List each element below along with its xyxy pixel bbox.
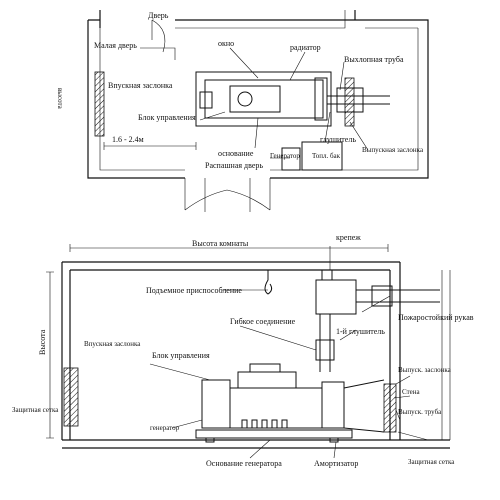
plan-generator-label: Генератор [270, 152, 300, 160]
side-leaders [149, 246, 429, 459]
side-lifting-label: Подъемное приспособление [146, 286, 242, 295]
side-intake-louver [63, 367, 79, 427]
side-outlet-louver-label: Выпуск. заслонка [398, 366, 452, 374]
plan-outlet-louver [344, 77, 355, 127]
side-lifting-hook [264, 270, 273, 295]
plan-window-label: окно [218, 39, 234, 48]
side-wall-label: Стена [402, 388, 420, 396]
plan-exhaust-pipe [327, 95, 390, 105]
side-section-view: Высота комнаты крепеж Подъемное приспосо… [12, 233, 474, 468]
side-control-panel [201, 379, 231, 429]
plan-leaders [140, 47, 369, 159]
plan-wall-top-left [87, 20, 185, 179]
plan-engine [229, 85, 281, 113]
side-first-muffler-label: 1-й глушитель [336, 327, 385, 336]
side-room-width-dim [69, 244, 389, 252]
plan-fuel-tank-label: Топл. бак [312, 152, 341, 160]
plan-clearance-label: 1.6 - 2.4м [112, 135, 144, 144]
plan-generator-base [195, 71, 332, 127]
side-radiator-box [321, 381, 345, 429]
side-flexible-joint [315, 339, 335, 361]
plan-muffler [336, 87, 364, 113]
plan-double-door-label: Распашная дверь [205, 161, 263, 170]
plan-double-door [184, 178, 271, 212]
side-outlet-louver [383, 383, 397, 433]
side-generator-label: генератор [150, 424, 180, 432]
side-wall-sleeve [371, 285, 393, 307]
side-control-unit-label: Блок управления [152, 351, 210, 360]
side-flexible-joint-label: Гибкое соединение [230, 317, 296, 326]
plan-wall-top-right [175, 10, 429, 179]
side-air-duct [343, 379, 385, 433]
side-fire-sleeve-label: Пожаростойкий рукав [398, 313, 474, 322]
side-height-label: Высота [38, 329, 47, 355]
plan-control-block [199, 91, 213, 109]
side-shock-absorbers [205, 437, 339, 443]
plan-door-label: Дверь [148, 11, 169, 20]
side-protective-grid-left-label: Защитная сетка [12, 406, 59, 414]
side-room-height-label: Высота комнаты [192, 239, 249, 248]
side-intake-louver-label: Впускная заслонка [84, 340, 141, 348]
plan-fuel-tank [301, 141, 343, 171]
side-fire-sleeve [356, 289, 440, 303]
plan-door-arc [151, 19, 166, 53]
plan-clearance-dim [103, 142, 197, 150]
side-exhaust-pipe-label: Выпуск. труба [398, 408, 442, 416]
plan-base-label: основание [218, 149, 254, 158]
plan-outlet-louver-label: Выпускная заслонка [362, 146, 424, 154]
side-engine-slots [241, 419, 288, 429]
side-generator-base [195, 429, 353, 439]
plan-inner-wall [99, 10, 419, 171]
plan-height-label: высота [56, 88, 64, 110]
plan-wall-top [88, 10, 101, 28]
plan-engine-flywheel [237, 91, 253, 107]
plan-generator-box [281, 147, 301, 171]
side-shock-absorber-label: Амортизатор [314, 459, 358, 468]
plan-intake-louver [94, 71, 105, 137]
side-first-muffler [315, 279, 357, 315]
plan-intake-louver-label: Впускная заслонка [108, 81, 173, 90]
plan-muffler-label: глушитель [320, 135, 356, 144]
plan-radiator-label: радиатор [290, 43, 321, 52]
plan-small-door-label: Малая дверь [94, 41, 137, 50]
side-engine-top [237, 363, 297, 388]
plan-radiator [314, 77, 328, 121]
side-ceiling [62, 261, 400, 271]
side-generator-base-label: Основание генератора [206, 459, 282, 468]
plan-exhaust-pipe-label: Выхлопная труба [344, 55, 404, 64]
side-height-dim [46, 271, 54, 439]
side-mounting-label: крепеж [336, 233, 361, 242]
side-engine-block [229, 387, 323, 429]
side-exhaust-vertical [319, 270, 333, 372]
side-right-outer-wall [441, 270, 451, 440]
side-floor [62, 439, 450, 449]
plan-generator-body [204, 79, 324, 119]
top-plan-view: Дверь Малая дверь окно радиатор Выхлопна… [56, 10, 429, 212]
side-protective-grid-right-label: Защитная сетка [408, 458, 455, 466]
plan-control-unit-label: Блок управления [138, 113, 196, 122]
